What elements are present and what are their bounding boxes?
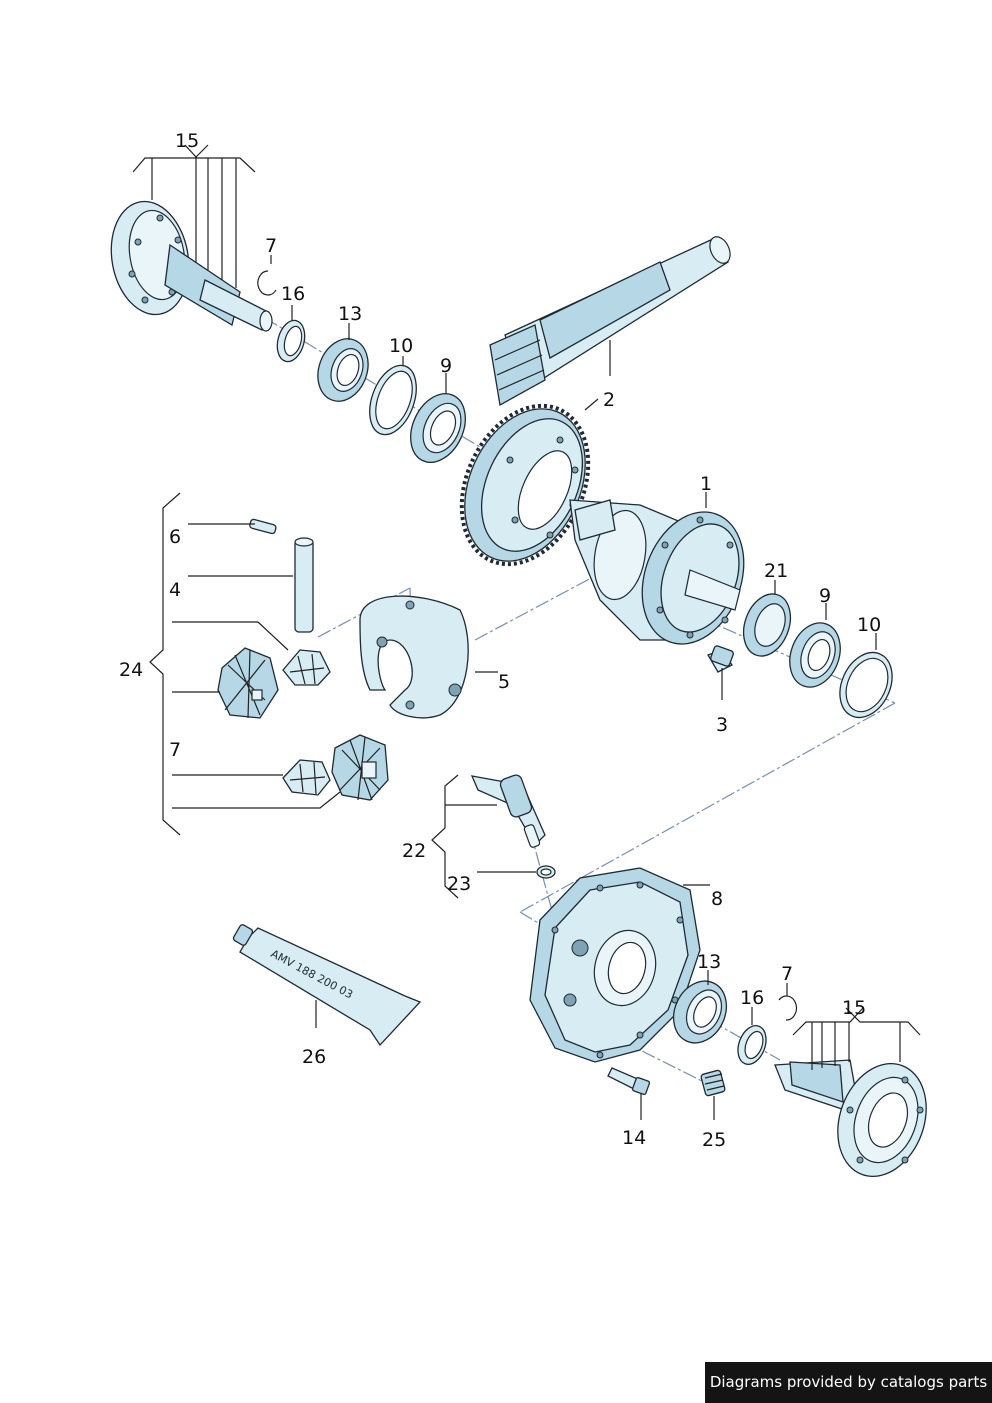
callout-8: 8 <box>711 888 723 910</box>
bolt-3 <box>707 645 734 673</box>
callout-1: 1 <box>700 473 712 495</box>
ring-lower <box>737 1025 767 1065</box>
side-gear-a <box>217 647 279 719</box>
shaft-4 <box>294 537 314 633</box>
cover-8 <box>529 867 701 1063</box>
cage-5 <box>359 595 469 719</box>
callout-16-lower: 16 <box>740 987 764 1009</box>
callout-10-upper: 10 <box>389 335 413 357</box>
callout-26: 26 <box>302 1046 326 1068</box>
callout-21: 21 <box>764 560 788 582</box>
drive-flange-lower <box>774 1059 927 1178</box>
callout-2: 2 <box>603 389 615 411</box>
callout-25: 25 <box>702 1129 726 1151</box>
callout-labels: 15 7 16 13 10 9 2 1 21 9 10 3 5 6 4 24 7… <box>119 130 881 1151</box>
callout-7-lower: 7 <box>781 963 793 985</box>
drive-flange-upper <box>110 200 273 332</box>
credit-banner[interactable]: Diagrams provided by catalogs parts <box>705 1362 992 1403</box>
differential-housing <box>569 499 745 645</box>
grease-tube: AMV 188 200 03 <box>232 924 422 1047</box>
seal-ring-23 <box>536 865 556 879</box>
callout-3: 3 <box>716 714 728 736</box>
callout-6: 6 <box>169 526 181 548</box>
callout-13-upper: 13 <box>338 303 362 325</box>
bolt-14 <box>607 1067 651 1096</box>
small-bevel-gear-b <box>282 759 331 796</box>
seal-upper <box>317 338 369 402</box>
callout-7-upper: 7 <box>265 235 277 257</box>
callout-10-right: 10 <box>857 614 881 636</box>
bearing-right <box>789 622 841 688</box>
callout-13-lower: 13 <box>697 951 721 973</box>
callout-9-right: 9 <box>819 585 831 607</box>
shim-right <box>839 651 893 719</box>
small-bevel-gear-a <box>282 649 331 686</box>
leader-lines <box>132 144 921 1120</box>
callout-23: 23 <box>447 873 471 895</box>
callout-5: 5 <box>498 671 510 693</box>
callout-16-upper: 16 <box>281 283 305 305</box>
callout-9-upper: 9 <box>440 355 452 377</box>
callout-22: 22 <box>402 840 426 862</box>
callout-24: 24 <box>119 659 143 681</box>
callout-4: 4 <box>169 579 181 601</box>
callout-7-left: 7 <box>169 739 181 761</box>
sensor-22 <box>470 774 546 848</box>
pin-6 <box>249 518 277 535</box>
callout-14: 14 <box>622 1127 646 1149</box>
callout-15-lower: 15 <box>842 997 866 1019</box>
circlip-lower <box>778 995 798 1021</box>
plug-25 <box>700 1069 726 1097</box>
callout-15-upper: 15 <box>175 130 199 152</box>
bearing-upper <box>410 393 466 463</box>
ring-upper <box>276 319 306 363</box>
pinion-shaft <box>489 236 731 407</box>
side-gear-b <box>331 734 389 801</box>
seal-lower <box>672 980 728 1044</box>
shim-upper <box>369 364 417 436</box>
ring-21 <box>742 593 792 657</box>
circlip-upper <box>257 270 277 296</box>
